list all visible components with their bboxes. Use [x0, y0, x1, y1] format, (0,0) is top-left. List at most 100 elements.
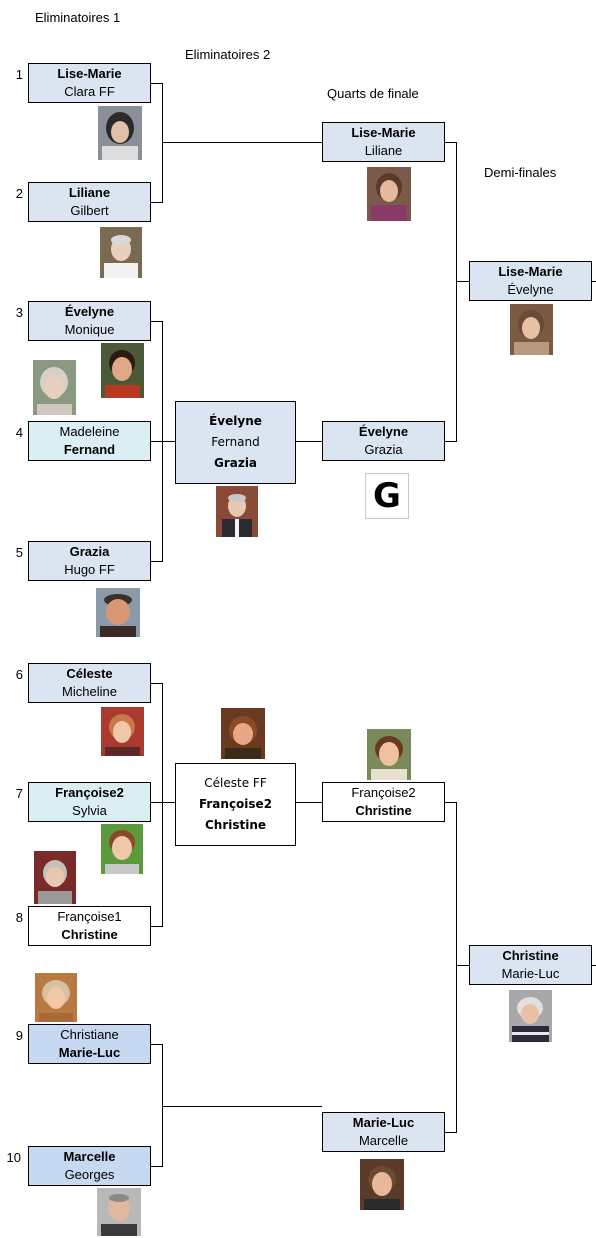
player-photo	[96, 588, 140, 637]
player-name: Christine	[204, 818, 267, 832]
bracket-line	[456, 281, 469, 282]
player-photo	[221, 708, 265, 759]
player-name: Céleste FF	[204, 776, 267, 790]
match-box-qf-1: Lise-Marie Liliane	[322, 122, 445, 162]
player-name: Sylvia	[72, 803, 107, 818]
player-name: Évelyne	[358, 424, 409, 439]
header-round1: Eliminatoires 1	[35, 10, 121, 25]
player-name: Liliane	[364, 143, 403, 158]
player-photo	[100, 227, 142, 278]
bracket-line	[162, 83, 163, 203]
player-name: Christiane	[60, 1027, 119, 1042]
player-name: Lise-Marie	[498, 264, 563, 279]
seed-number: 3	[15, 305, 23, 320]
match-box-r1-2: Liliane Gilbert	[28, 182, 151, 222]
player-name: Évelyne	[507, 282, 554, 297]
player-photo	[101, 707, 144, 756]
player-name: Marie-Luc	[352, 1115, 415, 1130]
player-name: Gilbert	[70, 203, 109, 218]
bracket-line	[445, 441, 457, 442]
player-name: Françoise1	[57, 909, 122, 924]
bracket-line	[162, 1106, 322, 1107]
seed-number: 9	[15, 1028, 23, 1043]
header-round2: Eliminatoires 2	[185, 47, 271, 62]
player-photo	[509, 990, 552, 1042]
seed-number: 1	[15, 67, 23, 82]
player-name: Madeleine	[59, 424, 120, 439]
match-box-r1-1: Lise-Marie Clara FF	[28, 63, 151, 103]
bracket-line	[445, 142, 457, 143]
player-name: Grazia	[69, 544, 110, 559]
player-photo	[97, 1188, 141, 1236]
match-box-r1-4: Madeleine Fernand	[28, 421, 151, 461]
player-name: Georges	[64, 1167, 115, 1182]
bracket-line	[151, 561, 163, 562]
seed-number: 5	[15, 545, 23, 560]
bracket-line	[445, 1132, 457, 1133]
player-photo	[101, 824, 143, 874]
player-name: Fernand	[63, 442, 116, 457]
player-name: Françoise2	[55, 785, 124, 800]
player-name: Micheline	[62, 684, 117, 699]
bracket-line	[592, 281, 596, 282]
header-semis: Demi-finales	[484, 165, 557, 180]
match-box-r1-6: Céleste Micheline	[28, 663, 151, 703]
bracket-line	[162, 683, 163, 927]
bracket-line	[151, 1166, 163, 1167]
player-name: Françoise2	[198, 797, 273, 811]
player-name: Liliane	[68, 185, 111, 200]
match-box-qf-2: Évelyne Grazia	[322, 421, 445, 461]
player-name: Marcelle	[358, 1133, 409, 1148]
bracket-line	[162, 1044, 163, 1167]
bracket-line	[162, 321, 163, 562]
match-box-r1-8: Françoise1 Christine	[28, 906, 151, 946]
bracket-line	[296, 441, 322, 442]
player-name: Fernand	[211, 435, 260, 449]
match-box-sf-2: Christine Marie-Luc	[469, 945, 592, 985]
player-name: Françoise2	[351, 785, 416, 800]
player-name: Christine	[355, 803, 412, 818]
match-box-qf-4: Marie-Luc Marcelle	[322, 1112, 445, 1152]
player-name: Évelyne	[209, 414, 262, 428]
seed-number: 4	[15, 425, 23, 440]
bracket-line	[151, 202, 163, 203]
match-box-r1-10: Marcelle Georges	[28, 1146, 151, 1186]
player-name: Marie-Luc	[58, 1045, 121, 1060]
player-photo	[98, 106, 142, 160]
player-name: Céleste	[66, 666, 113, 681]
seed-number: 10	[6, 1150, 21, 1165]
match-box-r1-3: Évelyne Monique	[28, 301, 151, 341]
player-photo	[34, 851, 76, 904]
player-photo	[367, 167, 411, 221]
player-name: Grazia	[364, 442, 403, 457]
player-name: Marcelle	[63, 1149, 116, 1164]
seed-number: 2	[15, 186, 23, 201]
seed-number: 8	[15, 910, 23, 925]
bracket-line	[162, 142, 322, 143]
match-box-sf-1: Lise-Marie Évelyne	[469, 261, 592, 301]
seed-number: 7	[15, 786, 23, 801]
player-photo	[510, 304, 553, 355]
header-quarters: Quarts de finale	[327, 86, 419, 101]
bracket-line	[445, 802, 457, 803]
player-name: Clara FF	[64, 84, 115, 99]
bracket-line	[151, 926, 163, 927]
bracket-line	[151, 83, 163, 84]
player-photo	[101, 343, 144, 398]
player-photo	[33, 360, 76, 415]
player-name: Hugo FF	[64, 562, 115, 577]
bracket-line	[456, 802, 457, 1133]
match-box-r1-7: Françoise2 Sylvia	[28, 782, 151, 822]
player-name: Lise-Marie	[351, 125, 416, 140]
seed-number: 6	[15, 667, 23, 682]
bracket-line	[151, 321, 163, 322]
bracket-line	[151, 683, 163, 684]
player-name: Lise-Marie	[57, 66, 122, 81]
player-name: Évelyne	[64, 304, 115, 319]
player-name: Marie-Luc	[501, 966, 560, 981]
g-logo: G	[365, 473, 409, 519]
player-name: Grazia	[213, 456, 258, 470]
bracket-line	[296, 802, 322, 803]
player-photo	[216, 486, 258, 537]
match-box-r1-9: Christiane Marie-Luc	[28, 1024, 151, 1064]
